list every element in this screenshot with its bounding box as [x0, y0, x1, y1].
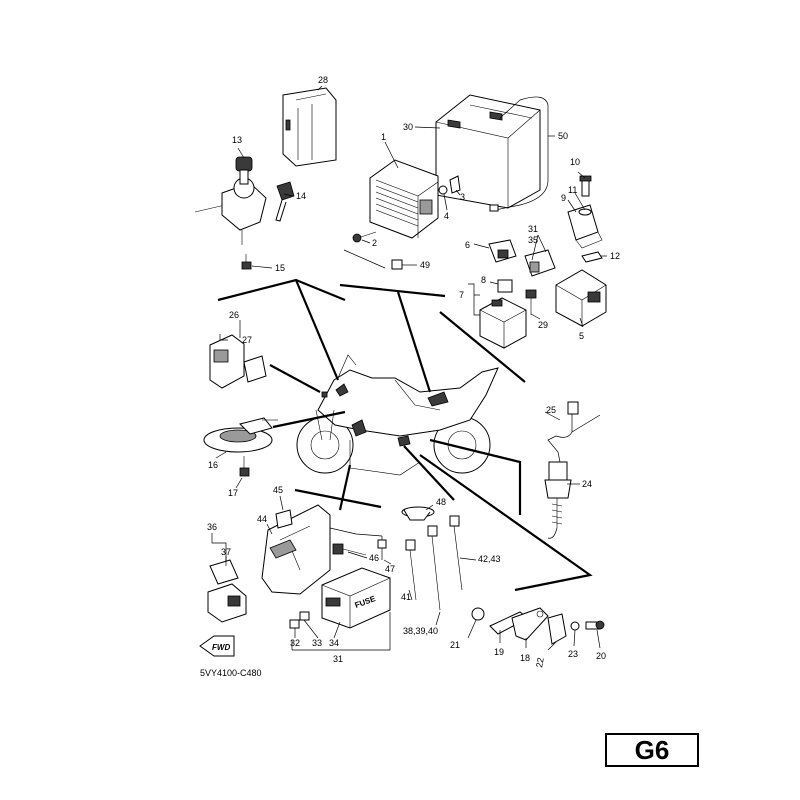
- callout-45: 45: [273, 485, 283, 495]
- part-5-unit[interactable]: [555, 269, 607, 327]
- callout-33: 33: [312, 638, 322, 648]
- part-3-clip[interactable]: [449, 175, 461, 194]
- part-36-module[interactable]: [207, 559, 247, 623]
- part-46-bolt[interactable]: [332, 543, 367, 556]
- callout-10: 10: [570, 157, 580, 167]
- page-code-badge: G6: [605, 733, 699, 767]
- callout-5: 5: [579, 331, 584, 341]
- part-1-rectifier[interactable]: [369, 159, 439, 239]
- part-14-key[interactable]: [275, 181, 295, 222]
- callout-2: 2: [372, 238, 377, 248]
- part-50-battery-lead[interactable]: [494, 96, 549, 211]
- part-41-band[interactable]: [405, 539, 417, 601]
- part-35-relay[interactable]: [524, 249, 556, 277]
- fwd-arrow-icon: FWD: [199, 635, 235, 657]
- callout-31a: 31: [528, 224, 538, 234]
- callout-18: 18: [520, 653, 530, 663]
- callout-14: 14: [296, 191, 306, 201]
- callouts: 1 2 3 4 5 6 7 8 9 10 11 12 13 14 15 16 1…: [207, 75, 620, 668]
- part-26-unit[interactable]: [209, 334, 267, 389]
- callout-42-43: 42,43: [478, 554, 501, 564]
- callout-22: 22: [534, 657, 546, 669]
- callout-47: 47: [385, 564, 395, 574]
- callout-15: 15: [275, 263, 285, 273]
- part-45-grommet[interactable]: [275, 509, 293, 529]
- fuse-box[interactable]: FUSE: [321, 567, 391, 629]
- part-22-plate[interactable]: [547, 613, 567, 645]
- part-7-starter-relay[interactable]: [479, 279, 527, 349]
- callout-32: 32: [290, 638, 300, 648]
- callout-46: 46: [369, 553, 379, 563]
- callout-25: 25: [546, 405, 556, 415]
- part-42-43-band[interactable]: [449, 515, 463, 591]
- callout-48: 48: [436, 497, 446, 507]
- part-12-clamp[interactable]: [581, 251, 603, 263]
- part-25-wire[interactable]: [547, 401, 601, 463]
- part-21-washer[interactable]: [471, 607, 485, 621]
- callout-9: 9: [561, 193, 566, 203]
- part-32-fuse[interactable]: [289, 619, 300, 629]
- callout-1: 1: [381, 132, 386, 142]
- part-49-connector[interactable]: [343, 249, 403, 270]
- pointer-lines: [217, 278, 593, 592]
- part-48-clamp[interactable]: [401, 506, 435, 521]
- callout-6: 6: [465, 240, 470, 250]
- lead-terminal: [489, 204, 499, 212]
- diagram-code: 5VY4100-C480: [200, 668, 262, 678]
- part-23-washer[interactable]: [570, 621, 580, 631]
- callout-26: 26: [229, 310, 239, 320]
- part-29-bolt[interactable]: [525, 289, 537, 315]
- callout-11: 11: [568, 185, 577, 195]
- motorcycle: [296, 354, 499, 476]
- callout-30: 30: [403, 122, 413, 132]
- callout-36: 36: [207, 522, 217, 532]
- callout-27: 27: [242, 335, 252, 345]
- callout-20: 20: [596, 651, 606, 661]
- leader-lines: [211, 85, 607, 651]
- part-24-sensor[interactable]: [544, 461, 572, 539]
- part-16-horn[interactable]: [203, 417, 278, 453]
- fwd-label: FWD: [212, 643, 230, 652]
- callout-16: 16: [208, 460, 218, 470]
- callout-35: 35: [528, 235, 538, 245]
- part-44-bracket[interactable]: [261, 504, 331, 595]
- callout-8: 8: [481, 275, 486, 285]
- callout-28: 28: [318, 75, 328, 85]
- part-11-washer[interactable]: [578, 208, 592, 216]
- callout-44: 44: [257, 514, 267, 524]
- part-28-cover[interactable]: [282, 87, 337, 167]
- callout-50: 50: [558, 131, 568, 141]
- part-6-relay[interactable]: [488, 239, 517, 263]
- callout-31b: 31: [333, 654, 343, 664]
- part-20-bolt[interactable]: [585, 620, 605, 630]
- callout-34: 34: [329, 638, 339, 648]
- callout-29: 29: [538, 320, 548, 330]
- callout-41: 41: [401, 592, 411, 602]
- part-13-main-switch[interactable]: [194, 156, 267, 245]
- part-18-bracket[interactable]: [511, 607, 549, 641]
- part-4-washer[interactable]: [438, 185, 448, 195]
- part-30-battery[interactable]: [435, 94, 541, 209]
- callout-38-40: 38,39,40: [403, 626, 438, 636]
- part-38-40-band[interactable]: [427, 525, 441, 611]
- callout-7: 7: [459, 290, 464, 300]
- callout-19: 19: [494, 647, 504, 657]
- callout-17: 17: [228, 488, 238, 498]
- part-17-bolt[interactable]: [239, 456, 250, 477]
- callout-3: 3: [460, 192, 465, 202]
- page-code: G6: [634, 734, 670, 765]
- callout-23: 23: [568, 649, 578, 659]
- part-2-bolt[interactable]: [352, 231, 377, 243]
- callout-13: 13: [232, 135, 242, 145]
- part-15-bolt[interactable]: [241, 254, 252, 270]
- callout-12: 12: [610, 251, 620, 261]
- callout-4: 4: [444, 211, 449, 221]
- callout-21: 21: [450, 640, 460, 650]
- part-10-bolt[interactable]: [579, 175, 592, 197]
- callout-37: 37: [221, 547, 231, 557]
- part-33-fuse[interactable]: [299, 611, 310, 621]
- callout-24: 24: [582, 479, 592, 489]
- callout-49: 49: [420, 260, 430, 270]
